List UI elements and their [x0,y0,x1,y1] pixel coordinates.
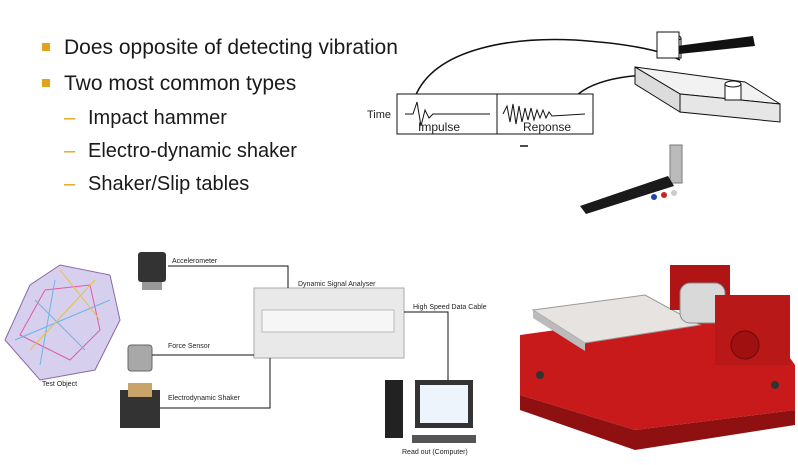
impact-test-illustration [396,31,781,147]
shaker-label: Electrodynamic Shaker [168,395,240,402]
sub-bullet-item: – Electro-dynamic shaker [40,135,440,168]
response-label: Reponse [523,120,572,134]
cable-label: High Speed Data Cable [413,304,487,311]
test-object-label: Test Object [42,381,78,388]
test-system-diagram [4,252,476,443]
sub-bullet-item: – Shaker/Slip tables [40,168,440,201]
accelerometer-label: Accelerometer [172,258,218,265]
sub-bullet-text: Electro-dynamic shaker [88,140,297,162]
impact-hammer-image [580,144,683,214]
dash-icon: – [64,173,76,195]
dash-icon: – [64,140,76,162]
bullet-square-icon [42,43,50,51]
bullet-square-icon [42,79,50,87]
bullet-list: Does opposite of detecting vibration Two… [40,30,440,201]
bullet-item: Two most common types [40,66,440,102]
sub-bullet-text: Impact hammer [88,107,227,129]
test-object-image [4,264,121,381]
time-label: Time [367,109,392,121]
readout-label: Read out (Computer) [402,449,468,456]
sub-bullet-item: – Impact hammer [40,102,440,135]
sub-bullet-text: Shaker/Slip tables [88,173,250,195]
force-sensor-label: Force Sensor [168,343,211,350]
bullet-item: Does opposite of detecting vibration [40,30,440,66]
analyser-label: Dynamic Signal Analyser [298,281,376,288]
bullet-text: Does opposite of detecting vibration [64,36,398,59]
dash-icon: – [64,107,76,129]
bullet-text: Two most common types [64,72,297,95]
impulse-label: Impulse [418,120,461,134]
slip-table-shaker-image [520,265,795,450]
